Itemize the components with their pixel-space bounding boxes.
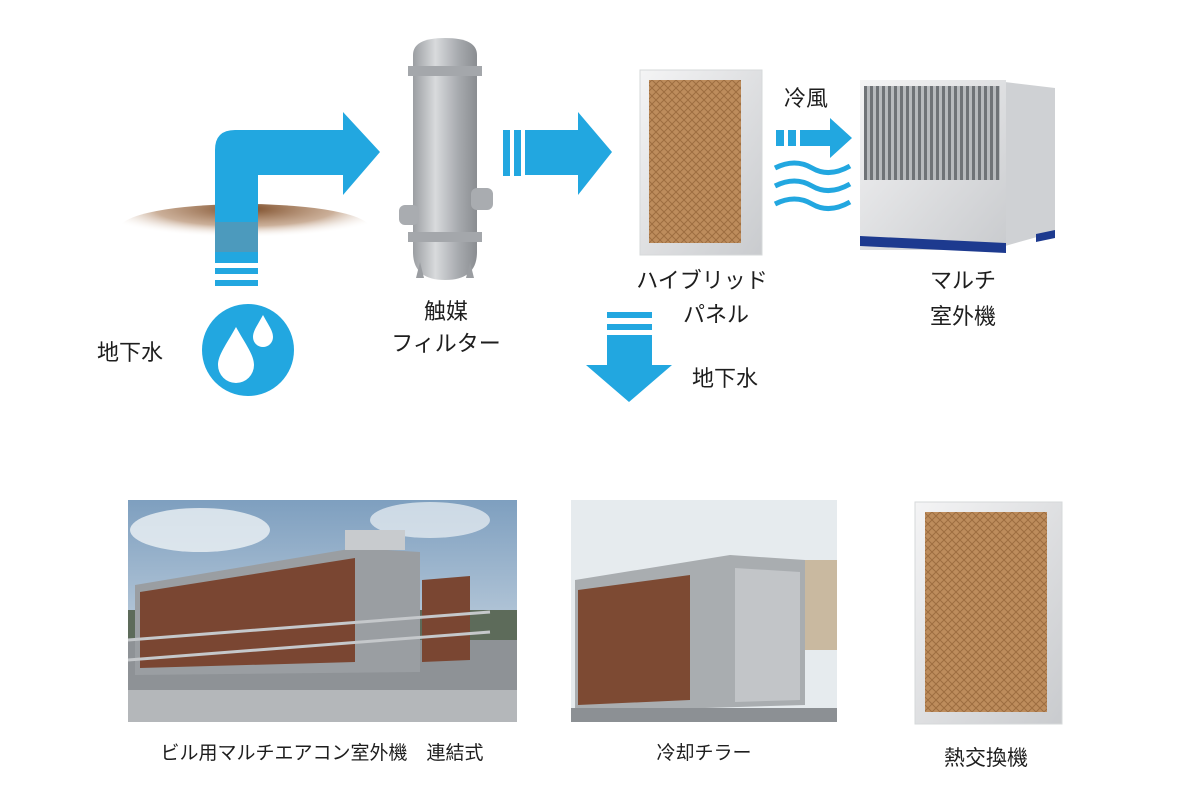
unit-label-line1: マルチ [929,269,997,294]
photo-cooling-chiller [571,500,837,722]
filter-label-line1: 触媒 [423,300,469,325]
groundwater-drain-label: 地下水 [691,367,759,392]
cool-air-waves [773,160,852,211]
groundwater-source-label: 地下水 [96,341,164,366]
water-drop-icon [202,304,294,396]
intake-pipe-arrow [215,112,380,286]
caption-cooling-chiller: 冷却チラー [656,742,752,764]
cool-air-arrow [776,118,852,158]
filter-label-line2: フィルター [391,332,501,357]
flow-arrow-to-panel [503,112,612,195]
drain-arrow [586,312,672,402]
caption-heat-exchanger: 熱交換機 [944,746,1028,770]
hybrid-panel-icon [639,69,763,256]
heat-exchanger-icon [914,501,1063,725]
cool-air-label: 冷風 [783,87,829,112]
unit-label-line2: 室外機 [929,305,997,330]
photo-building-multi-ac [127,500,517,722]
panel-label-line1: ハイブリッド [636,269,768,294]
panel-label-line2: パネル [682,303,750,328]
multi-outdoor-unit-icon [860,80,1055,253]
caption-building-multi-ac: ビル用マルチエアコン室外機 連結式 [160,742,484,764]
catalytic-filter-icon [399,38,493,280]
